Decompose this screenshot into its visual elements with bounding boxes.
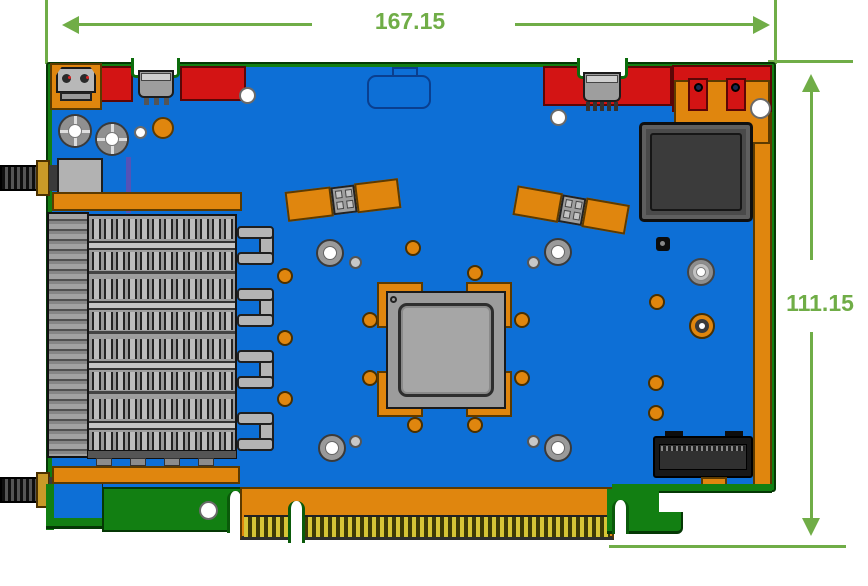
- via-pad: [134, 126, 147, 139]
- board-edge-left-lower: [46, 484, 54, 530]
- dim-height-line-down: [810, 332, 813, 520]
- dim-width-arrowhead-right: [753, 16, 770, 34]
- connector-2-pin: [600, 102, 604, 111]
- silkscreen-outline-tab: [392, 67, 418, 77]
- small-pad: [527, 435, 540, 448]
- copper-strip-below-cage: [52, 466, 240, 484]
- copper-dot: [514, 370, 530, 386]
- dim-height-label: 111.15: [786, 290, 854, 316]
- connector-2-pin: [593, 102, 597, 111]
- test-point: [689, 313, 715, 339]
- copper-dot: [405, 240, 421, 256]
- connector-1-pin: [154, 98, 159, 105]
- copper-strip-right-edge: [753, 94, 772, 488]
- standoff: [687, 258, 715, 286]
- purple-marker-line: [126, 157, 131, 213]
- cage-foot: [130, 458, 146, 466]
- mounting-pad-1: [239, 87, 256, 104]
- debug-connector-1-shield: [141, 73, 171, 81]
- mezzanine-tab: [665, 431, 683, 438]
- mounting-pad-top-right: [750, 98, 771, 119]
- heatsink-chip-inner: [650, 133, 742, 211]
- power-pin-b: [80, 74, 89, 83]
- connector-1-pin: [164, 98, 169, 105]
- copper-dot: [277, 268, 293, 284]
- cage-bottom-rail: [87, 450, 237, 459]
- dim-height-arrowhead-up: [802, 74, 820, 92]
- mezzanine-pins: [661, 446, 745, 451]
- copper-dot: [277, 391, 293, 407]
- power-connector-base: [60, 92, 92, 101]
- copper-dot: [649, 294, 665, 310]
- copper-dot: [277, 330, 293, 346]
- dim-height-tick-top: [768, 60, 853, 63]
- pcie-key-notch: [288, 501, 305, 543]
- connector-2-pin: [586, 102, 590, 111]
- dim-width-label: 167.15: [374, 8, 446, 34]
- power-pin-a: [62, 74, 71, 83]
- dim-width-arrowhead-left: [62, 16, 79, 34]
- connector-2-pin: [614, 102, 618, 111]
- asic-lid: [398, 303, 494, 397]
- cage-foot: [96, 458, 112, 466]
- copper-pad-round: [152, 117, 174, 139]
- bottom-bracket-left: [102, 487, 242, 532]
- power-pin-a-dot: [68, 76, 71, 79]
- copper-dot: [407, 417, 423, 433]
- dim-width-line-left: [76, 23, 312, 26]
- dim-height-tick-bottom: [609, 545, 846, 548]
- pin-1-dot: [694, 83, 703, 92]
- cage-foot: [198, 458, 214, 466]
- qsfp-port-4: [89, 396, 235, 454]
- dim-height-arrowhead-down: [802, 518, 820, 536]
- mounting-hole: [544, 238, 572, 266]
- mezzanine-tab: [725, 431, 743, 438]
- mounting-hole: [318, 434, 346, 462]
- dim-width-extension-left: [45, 0, 48, 64]
- small-pad: [527, 256, 540, 269]
- dim-width-line-right: [515, 23, 755, 26]
- debug-connector-2-shield: [586, 75, 618, 83]
- asic-pin1-marker: [390, 296, 397, 303]
- mounting-hole: [316, 239, 344, 267]
- keepout-zone-2: [180, 66, 246, 101]
- copper-dot: [467, 265, 483, 281]
- connector-2-pin: [607, 102, 611, 111]
- copper-dot: [648, 375, 664, 391]
- cage-emi-fins: [47, 212, 89, 458]
- qsfp-port-2: [89, 276, 235, 334]
- dim-width-extension-right: [774, 0, 777, 64]
- bracket-hole: [199, 501, 218, 520]
- qsfp-port-1: [89, 216, 235, 274]
- copper-dot: [362, 370, 378, 386]
- cage-foot: [164, 458, 180, 466]
- copper-dot: [648, 405, 664, 421]
- small-ic: [656, 237, 670, 251]
- board-edge-bottom-left: [46, 518, 104, 529]
- edge-slot-right: [612, 500, 629, 534]
- silkscreen-outline: [367, 75, 431, 109]
- mounting-hole-cross-2: [95, 122, 129, 156]
- copper-dot: [514, 312, 530, 328]
- mounting-hole-cross-1: [58, 114, 92, 148]
- board-edge-bottom-right: [612, 484, 772, 493]
- copper-dot: [467, 417, 483, 433]
- pcie-gold-fingers: [244, 515, 610, 537]
- power-pin-b-dot: [86, 76, 89, 79]
- qsfp-port-3: [89, 336, 235, 394]
- keepout-zone-1: [99, 66, 133, 102]
- pin-notch-1: [688, 78, 708, 111]
- mounting-pad-2: [550, 109, 567, 126]
- copper-dot: [362, 312, 378, 328]
- copper-strip-above-cage: [52, 192, 242, 211]
- dim-height-line-up: [810, 90, 813, 260]
- mounting-hole: [544, 434, 572, 462]
- coax-pocket: [52, 484, 102, 520]
- pin-2-dot: [731, 83, 740, 92]
- small-pad: [349, 435, 362, 448]
- small-pad: [349, 256, 362, 269]
- connector-1-pin: [144, 98, 149, 105]
